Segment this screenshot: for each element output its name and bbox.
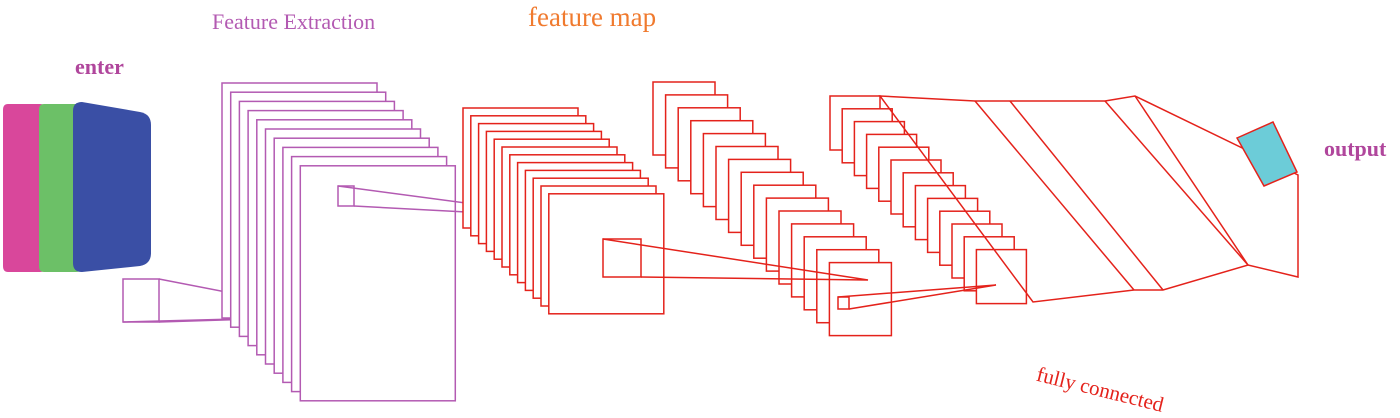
feature-map-3-layer-13 — [975, 248, 1028, 305]
fully-connected-outline — [878, 95, 1299, 303]
feature-map-2-layer-15 — [828, 261, 893, 337]
input-channels — [3, 102, 151, 272]
input-channel-red — [3, 104, 46, 272]
feature-map-stack-1 — [462, 107, 665, 315]
feature-map-stack-2 — [652, 81, 893, 337]
fully-connected-divider-1 — [974, 100, 1135, 291]
input-receptive-field — [122, 278, 160, 323]
feature-extraction-label: Feature Extraction — [212, 9, 376, 34]
feature-map-label: feature map — [528, 2, 657, 32]
feature-extraction-stack — [221, 82, 457, 402]
feature-map-stack-3 — [829, 95, 1028, 305]
output-unit — [1235, 121, 1299, 187]
feature-map-projections — [602, 238, 997, 310]
extraction-receptive-field — [337, 185, 355, 207]
input-label: enter — [75, 54, 124, 79]
fully-connected-divider-3 — [1104, 100, 1249, 266]
input-channel-blue — [73, 102, 151, 272]
input-channel-green — [39, 104, 82, 272]
output-label: output — [1324, 136, 1387, 161]
feature-extraction-layer-10 — [299, 165, 457, 402]
fully-connected-layers — [878, 95, 1299, 303]
feature-map-1-receptive-field — [602, 238, 642, 278]
feature-map-1-projection-lines — [602, 238, 869, 281]
feature-map-2-projection-lines — [837, 284, 997, 310]
feature-map-1-layer-12 — [548, 193, 665, 315]
fully-connected-divider-4 — [1134, 95, 1249, 266]
fully-connected-divider-2 — [1009, 100, 1164, 291]
